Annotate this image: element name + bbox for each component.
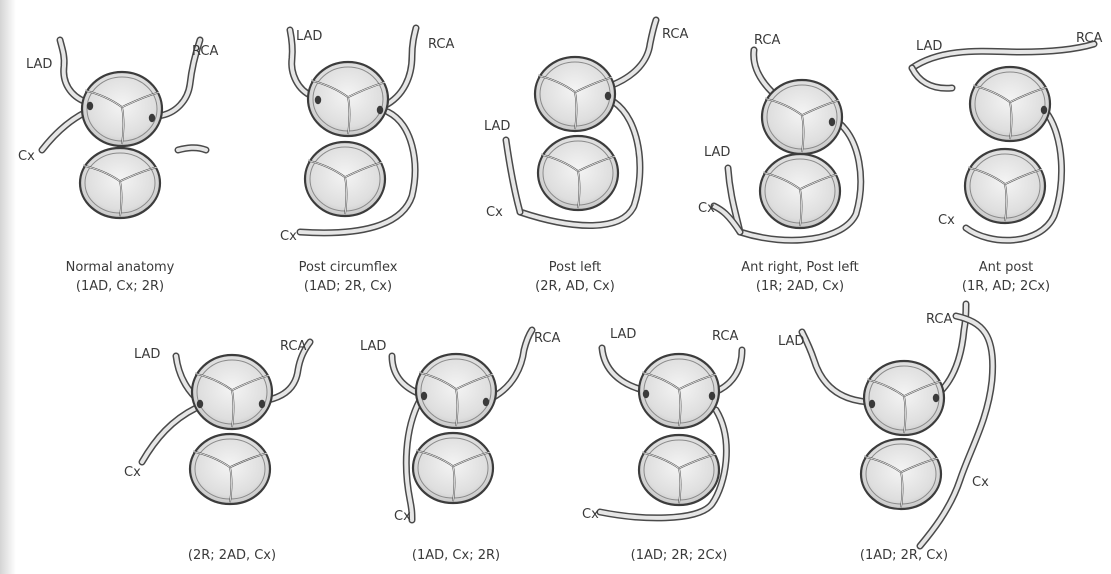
panel-caption: Ant right, Post left (741, 260, 859, 275)
coronary-ostium-1 (421, 392, 427, 400)
panel-3: LAD RCA CxPost left (2R, AD, Cx) (484, 20, 688, 294)
panel-caption: Post left (549, 260, 601, 275)
pulmonary-valve (190, 434, 270, 504)
panel-2: LAD RCA CxPost circumflex (1AD; 2R, Cx) (280, 28, 454, 294)
label-lad: LAD (704, 145, 730, 160)
coronary-ostium-1 (829, 118, 835, 126)
pulmonary-valve (760, 154, 840, 228)
panel-4: RCA LAD CxAnt right, Post left (1R; 2AD, Cx… (698, 33, 861, 294)
label-rca: RCA (712, 329, 738, 344)
vessel-cx (142, 408, 196, 462)
aortic-valve (864, 361, 944, 435)
panel-1: LAD RCA CxNormal anatomy (1AD, Cx; 2R) (18, 40, 218, 294)
aortic-valve (192, 355, 272, 429)
panel-7: LAD RCA Cx (1AD, Cx; 2R) (360, 330, 560, 563)
vessel-cx (920, 316, 993, 546)
aortic-valve (762, 80, 842, 154)
coronary-ostium-2 (149, 114, 155, 122)
coronary-ostium-1 (1041, 106, 1047, 114)
label-lad: LAD (26, 57, 52, 72)
panel-caption: Normal anatomy (66, 260, 175, 275)
label-cx: Cx (124, 465, 141, 480)
pulmonary-valve (538, 136, 618, 210)
panel-code: (1AD; 2R, Cx) (860, 548, 948, 563)
vessel-cx (42, 112, 86, 150)
panels-layer: LADRCACxNormal anatomy(1AD, Cx; 2R)LADRC… (18, 20, 1102, 563)
aortic-valve (535, 57, 615, 131)
vessel-lad (602, 348, 643, 390)
label-rca: RCA (754, 33, 780, 48)
coronary-ostium-1 (87, 102, 93, 110)
scan-edge-shadow (0, 0, 16, 574)
panel-code: (1AD, Cx; 2R) (412, 548, 500, 563)
coronary-ostium-1 (197, 400, 203, 408)
pulmonary-valve (965, 149, 1045, 223)
vessel-lad (802, 332, 868, 402)
panel-code: (1R, AD; 2Cx) (962, 279, 1050, 294)
pulmonary-valve (413, 433, 493, 503)
label-lad: LAD (296, 29, 322, 44)
label-cx: Cx (394, 509, 411, 524)
coronary-ostium-1 (643, 390, 649, 398)
panel-9: LAD RCA Cx (1AD; 2R, Cx) (778, 304, 993, 563)
aortic-valve (639, 354, 719, 428)
panel-code: (1AD; 2R, Cx) (304, 279, 392, 294)
label-lad: LAD (134, 347, 160, 362)
vessel-rca-branch (178, 148, 206, 150)
aortic-valve (82, 72, 162, 146)
pulmonary-valve (80, 148, 160, 218)
label-rca: RCA (662, 27, 688, 42)
vessel-rca (610, 20, 656, 86)
panel-code: (2R; 2AD, Cx) (188, 548, 276, 563)
coronary-ostium-1 (869, 400, 875, 408)
aortic-valve (416, 354, 496, 428)
label-lad: LAD (360, 339, 386, 354)
label-rca: RCA (428, 37, 454, 52)
label-lad: LAD (778, 334, 804, 349)
panel-caption: Post circumflex (299, 260, 398, 275)
coronary-ostium-2 (259, 400, 265, 408)
panel-5: LAD RCA CxAnt post (1R, AD; 2Cx) (912, 31, 1102, 294)
panel-8: LAD RCA Cx (1AD; 2R; 2Cx) (582, 327, 742, 563)
coronary-ostium-1 (315, 96, 321, 104)
panel-code: (1AD; 2R; 2Cx) (631, 548, 728, 563)
label-cx: Cx (972, 475, 989, 490)
label-cx: Cx (18, 149, 35, 164)
label-cx: Cx (582, 507, 599, 522)
label-rca: RCA (534, 331, 560, 346)
vessel-lad (60, 40, 86, 102)
label-cx: Cx (486, 205, 503, 220)
pulmonary-valve (639, 435, 719, 505)
label-lad: LAD (916, 39, 942, 54)
vessel-rca (492, 330, 532, 398)
label-cx: Cx (280, 229, 297, 244)
label-cx: Cx (698, 201, 715, 216)
panel-caption: Ant post (979, 260, 1033, 275)
vessel-rca (754, 50, 772, 92)
panel-code: (2R, AD, Cx) (535, 279, 615, 294)
coronary-ostium-2 (709, 392, 715, 400)
pulmonary-valve (861, 439, 941, 509)
vessel-cx (506, 140, 520, 212)
panel-code: (1AD, Cx; 2R) (76, 279, 164, 294)
coronary-ostium-2 (483, 398, 489, 406)
label-rca: RCA (192, 44, 218, 59)
coronary-ostium-2 (933, 394, 939, 402)
label-rca: RCA (926, 312, 952, 327)
pulmonary-valve (305, 142, 385, 216)
label-lad: LAD (610, 327, 636, 342)
label-rca: RCA (280, 339, 306, 354)
label-rca: RCA (1076, 31, 1102, 46)
panel-code: (1R; 2AD, Cx) (756, 279, 844, 294)
panel-6: LAD RCA Cx (2R; 2AD, Cx) (124, 339, 310, 563)
aortic-valve (970, 67, 1050, 141)
coronary-ostium-1 (605, 92, 611, 100)
label-lad: LAD (484, 119, 510, 134)
coronary-ostium-2 (377, 106, 383, 114)
vessel-lad (912, 68, 952, 88)
label-cx: Cx (938, 213, 955, 228)
